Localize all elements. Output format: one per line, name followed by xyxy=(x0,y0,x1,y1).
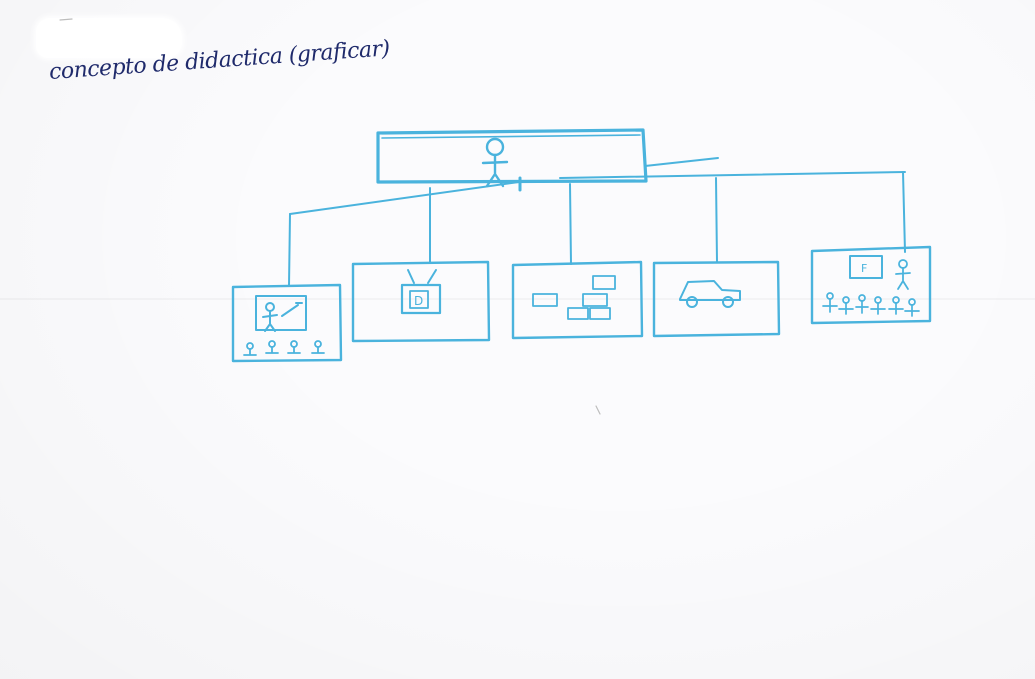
connector-drop-3 xyxy=(569,183,572,265)
child-node-5 xyxy=(810,245,932,325)
connector-right-branch xyxy=(559,171,906,179)
child-node-3 xyxy=(511,260,644,340)
child-node-2 xyxy=(351,260,491,343)
students-icon xyxy=(822,292,920,317)
child-node-3-frame xyxy=(511,260,644,340)
television-icon xyxy=(400,269,442,315)
child-node-2-frame xyxy=(351,260,491,343)
child-node-4-frame xyxy=(652,260,781,338)
teacher-figure-icon xyxy=(895,259,911,290)
students-icon xyxy=(243,340,325,356)
child-node-1 xyxy=(231,283,343,363)
tv-letter: D xyxy=(414,294,423,308)
top-node-frame xyxy=(376,128,648,184)
child-node-4 xyxy=(652,260,781,338)
top-node xyxy=(376,128,648,192)
connector-drop-4 xyxy=(715,177,718,263)
connector-top-arm xyxy=(644,157,719,167)
teacher-figure-icon xyxy=(481,137,509,188)
redacted-name xyxy=(36,18,182,58)
connector-trunk xyxy=(289,181,520,215)
connector-lines xyxy=(288,157,906,287)
stray-marks xyxy=(59,18,601,415)
child-node-5-frame xyxy=(810,245,932,325)
picture-cards-icon xyxy=(532,275,616,320)
board-letter: F xyxy=(861,262,867,275)
car-icon xyxy=(679,280,741,308)
connector-drop-1 xyxy=(288,213,291,287)
child-node-1-frame xyxy=(231,283,343,363)
connector-drop-5 xyxy=(902,171,906,253)
